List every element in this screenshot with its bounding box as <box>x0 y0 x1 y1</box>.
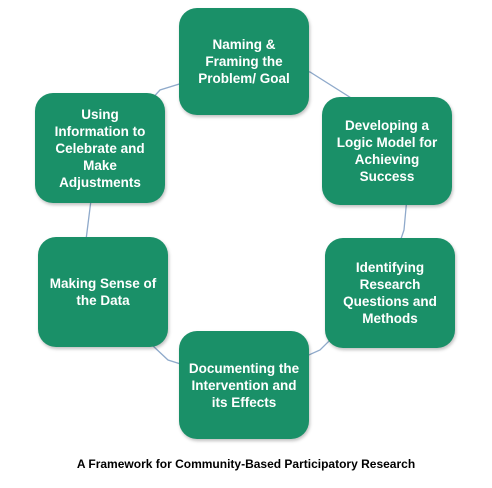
step-research-questions: Identifying Research Questions and Metho… <box>325 238 455 348</box>
step-using-information: Using Information to Celebrate and Make … <box>35 93 165 203</box>
step-label: Using Information to Celebrate and Make … <box>54 106 146 190</box>
step-naming-framing: Naming & Framing the Problem/ Goal <box>179 8 309 115</box>
diagram-caption: A Framework for Community-Based Particip… <box>76 457 416 471</box>
step-label: Documenting the Intervention and its Eff… <box>188 360 300 410</box>
step-making-sense: Making Sense of the Data <box>38 237 168 347</box>
step-label: Identifying Research Questions and Metho… <box>343 260 437 326</box>
step-label: Making Sense of the Data <box>49 276 157 308</box>
step-documenting: Documenting the Intervention and its Eff… <box>179 331 309 439</box>
step-label: Naming & Framing the Problem/ Goal <box>198 37 290 86</box>
step-label: Developing a Logic Model for Achieving S… <box>336 118 438 184</box>
step-logic-model: Developing a Logic Model for Achieving S… <box>322 97 452 205</box>
